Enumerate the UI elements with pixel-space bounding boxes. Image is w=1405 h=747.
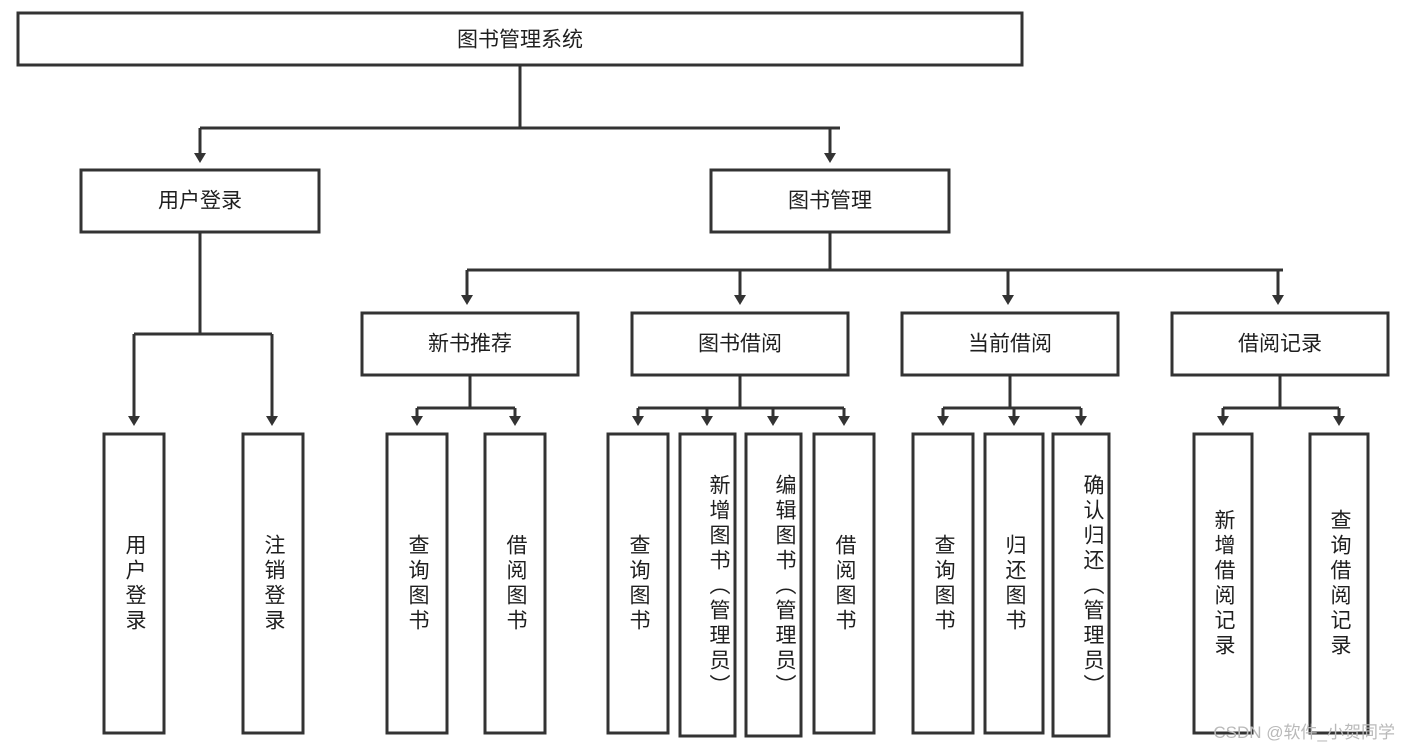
csdn-watermark: CSDN @软件_小贺同学 <box>1213 723 1395 742</box>
node-leaf-confirm-return-admin[interactable]: 确认归还（管理员） <box>1051 432 1111 738</box>
leaf-user-login-label: 用户登录 <box>123 533 146 634</box>
node-book-management-label: 图书管理 <box>788 190 872 213</box>
node-leaf-add-book-admin[interactable]: 新增图书（管理员） <box>678 432 737 738</box>
leaf-edit-book-admin-label: 编辑图书（管理员） <box>773 473 796 699</box>
connector-newbook-to-leaves <box>411 375 521 426</box>
node-leaf-logout-login[interactable]: 注销登录 <box>241 432 305 735</box>
node-leaf-query-borrow-record[interactable]: 查询借阅记录 <box>1308 432 1370 735</box>
node-leaf-query-book-current[interactable]: 查询图书 <box>911 432 975 735</box>
connector-bookborrow-to-leaves <box>632 375 850 426</box>
node-root-label: 图书管理系统 <box>457 29 583 52</box>
node-leaf-borrow-book[interactable]: 借阅图书 <box>812 432 876 735</box>
node-book-borrow-label: 图书借阅 <box>698 333 782 356</box>
leaf-borrow-book-label: 借阅图书 <box>833 533 856 634</box>
leaf-query-book-borrow-label: 查询图书 <box>627 533 650 634</box>
leaf-borrow-book-rec-label: 借阅图书 <box>504 533 527 634</box>
connector-currentborrow-to-leaves <box>937 375 1087 426</box>
node-root[interactable]: 图书管理系统 <box>16 11 1024 67</box>
node-leaf-query-book-borrow[interactable]: 查询图书 <box>606 432 670 735</box>
node-new-book-recommend-label: 新书推荐 <box>428 333 512 356</box>
node-new-book-recommend[interactable]: 新书推荐 <box>360 311 580 377</box>
leaf-query-book-current-label: 查询图书 <box>932 533 955 634</box>
leaf-add-book-admin-label: 新增图书（管理员） <box>707 473 730 699</box>
node-book-management[interactable]: 图书管理 <box>709 168 951 234</box>
node-leaf-borrow-book-rec[interactable]: 借阅图书 <box>483 432 547 735</box>
leaf-confirm-return-admin-label: 确认归还（管理员） <box>1081 473 1104 699</box>
node-borrow-record-label: 借阅记录 <box>1238 333 1322 356</box>
connector-bookmgmt-to-level3 <box>461 232 1284 305</box>
node-current-borrow-label: 当前借阅 <box>968 333 1052 356</box>
node-leaf-user-login[interactable]: 用户登录 <box>102 432 166 735</box>
node-borrow-record[interactable]: 借阅记录 <box>1170 311 1390 377</box>
connector-root-to-level2 <box>194 65 840 163</box>
leaf-return-book-label: 归还图书 <box>1003 533 1026 634</box>
node-leaf-edit-book-admin[interactable]: 编辑图书（管理员） <box>744 432 803 738</box>
node-leaf-add-borrow-record[interactable]: 新增借阅记录 <box>1192 432 1254 735</box>
connector-borrowrecord-to-leaves <box>1217 375 1345 426</box>
connector-userlogin-to-leaves <box>128 232 278 426</box>
node-user-login[interactable]: 用户登录 <box>79 168 321 234</box>
leaf-add-borrow-record-label: 新增借阅记录 <box>1212 508 1235 659</box>
leaf-query-book-rec-label: 查询图书 <box>406 533 429 634</box>
leaf-query-borrow-record-label: 查询借阅记录 <box>1328 508 1351 659</box>
leaf-logout-login-label: 注销登录 <box>262 533 285 634</box>
node-leaf-return-book[interactable]: 归还图书 <box>983 432 1045 735</box>
node-book-borrow[interactable]: 图书借阅 <box>630 311 850 377</box>
node-leaf-query-book-rec[interactable]: 查询图书 <box>385 432 449 735</box>
node-current-borrow[interactable]: 当前借阅 <box>900 311 1120 377</box>
node-user-login-label: 用户登录 <box>158 190 242 213</box>
